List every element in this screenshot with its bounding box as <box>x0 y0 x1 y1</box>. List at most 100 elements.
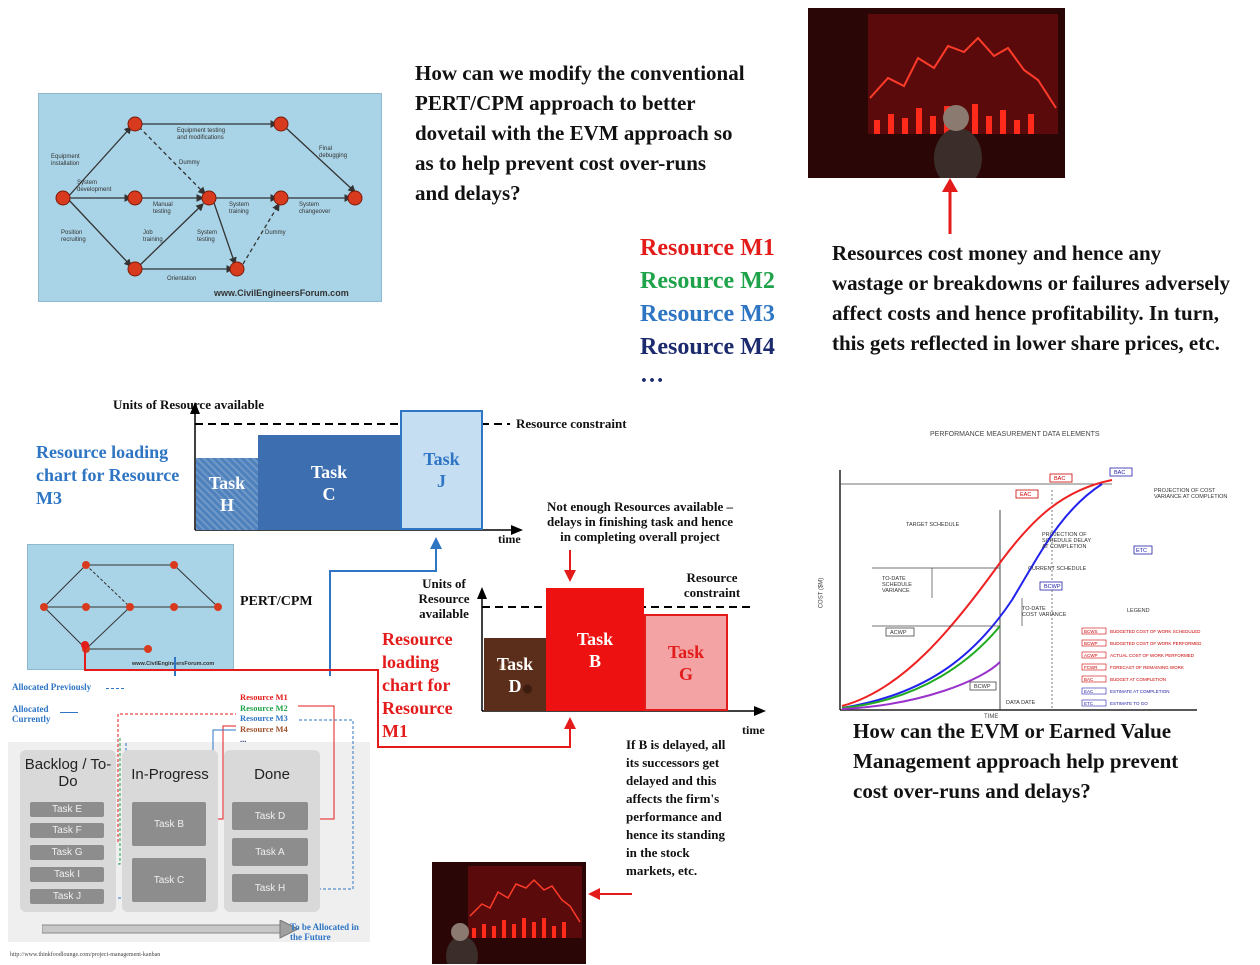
m3-chart-title: Resource loading chart for Resource M3 <box>36 442 180 508</box>
kanban-col-backlog: Backlog / To-Do Task E Task F Task G Tas… <box>20 750 116 912</box>
kanban-task[interactable]: Task D <box>232 802 308 830</box>
svg-text:ACTUAL COST OF WORK PERFORMED: ACTUAL COST OF WORK PERFORMED <box>1110 653 1195 658</box>
svg-text:Position: Position <box>61 230 82 236</box>
svg-text:TO-DATE: TO-DATE <box>1022 606 1046 612</box>
svg-text:BUDGET AT COMPLETION: BUDGET AT COMPLETION <box>1110 677 1166 682</box>
m1-task-b: Task B <box>546 588 644 711</box>
svg-text:Orientation: Orientation <box>167 276 196 282</box>
svg-text:SCHEDULE DELAY: SCHEDULE DELAY <box>1042 538 1091 544</box>
svg-text:BUDGETED COST OF WORK PERFORME: BUDGETED COST OF WORK PERFORMED <box>1110 641 1202 646</box>
kanban-task[interactable]: Task B <box>132 802 206 846</box>
m1-note-arrow <box>564 550 576 582</box>
pert-network-small: www.CivilEngineersForum.com <box>27 544 234 670</box>
resource-cost-text: Resources cost money and hence any wasta… <box>832 241 1231 355</box>
legend-previous: Allocated Previously <box>12 682 92 692</box>
svg-text:changeover: changeover <box>299 209 330 215</box>
kanban-board: Allocated Previously Allocated Currently… <box>8 676 370 961</box>
kanban-col-in-progress: In-Progress Task B Task C <box>122 750 218 912</box>
svg-text:Equipment testing: Equipment testing <box>177 128 225 134</box>
svg-text:DATA DATE: DATA DATE <box>1006 700 1036 706</box>
svg-text:Dummy: Dummy <box>265 230 286 236</box>
svg-text:ACWP: ACWP <box>890 630 907 636</box>
kanban-task[interactable]: Task C <box>132 858 206 902</box>
delay-note: If B is delayed, all its successors get … <box>626 737 726 878</box>
svg-text:SCHEDULE: SCHEDULE <box>882 582 912 588</box>
svg-text:BCWP: BCWP <box>1084 641 1098 646</box>
kanban-task[interactable]: Task G <box>30 845 104 860</box>
m1-note-top: Not enough Resources available – delays … <box>546 499 734 544</box>
svg-text:debugging: debugging <box>319 153 347 159</box>
kanban-task[interactable]: Task H <box>232 874 308 902</box>
m1-task-g: Task G <box>644 614 728 711</box>
pert-node-8 <box>229 261 245 277</box>
svg-text:Equipment: Equipment <box>51 154 80 160</box>
kanban-resource-labels: Resource M1 Resource M2 Resource M3 Reso… <box>240 692 288 744</box>
svg-text:EAC: EAC <box>1020 492 1031 498</box>
kanban-task[interactable]: Task E <box>30 802 104 817</box>
pert-node-4 <box>127 261 143 277</box>
kanban-source-url: http://www.thinkfoodlounge.com/project-m… <box>10 952 161 958</box>
m3-x-axis-label: time <box>498 532 521 546</box>
svg-text:installation: installation <box>51 161 79 167</box>
svg-text:VARIANCE AT COMPLETION: VARIANCE AT COMPLETION <box>1154 494 1227 500</box>
svg-text:BAC: BAC <box>1054 476 1065 482</box>
up-arrow <box>942 178 958 234</box>
kanban-task[interactable]: Task A <box>232 838 308 866</box>
resource-m2-label: Resource M2 <box>640 268 775 294</box>
m1-constraint-label: Resource constraint <box>683 570 741 600</box>
pert-node-1 <box>55 190 71 206</box>
question-pert: How can we modify the conventional PERT/… <box>415 61 745 205</box>
svg-text:PROJECTION OF: PROJECTION OF <box>1042 532 1087 538</box>
svg-text:recruiting: recruiting <box>61 237 86 243</box>
svg-text:EAC: EAC <box>1084 689 1094 694</box>
resource-m4-label: Resource M4 <box>640 334 775 360</box>
m1-y-axis-label: Units of Resource available <box>418 576 470 621</box>
future-label: To be Allocated in the Future <box>290 922 359 942</box>
svg-text:System: System <box>299 202 319 208</box>
svg-text:www.CivilEngineersForum.com: www.CivilEngineersForum.com <box>131 661 214 667</box>
stock-market-image-small <box>432 862 586 964</box>
svg-text:ESTIMATE AT COMPLETION: ESTIMATE AT COMPLETION <box>1110 689 1170 694</box>
svg-text:AT COMPLETION: AT COMPLETION <box>1042 544 1086 550</box>
svg-text:Job: Job <box>143 230 153 236</box>
left-arrow <box>588 888 632 900</box>
svg-text:testing: testing <box>197 237 215 243</box>
pert-node-2 <box>127 116 143 132</box>
m3-task-c: Task C <box>258 435 400 530</box>
kanban-task[interactable]: Task J <box>30 889 104 904</box>
m3-constraint-label: Resource constraint <box>516 416 627 431</box>
svg-text:Dummy: Dummy <box>179 160 200 166</box>
pert-node-5 <box>201 190 217 206</box>
kanban-col-done: Done Task D Task A Task H <box>224 750 320 912</box>
svg-text:PROJECTION OF COST: PROJECTION OF COST <box>1154 488 1216 494</box>
m3-task-h: Task H <box>196 458 258 530</box>
svg-text:BAC: BAC <box>1084 677 1094 682</box>
svg-text:FORECAST OF REMAINING WORK: FORECAST OF REMAINING WORK <box>1110 665 1184 670</box>
kanban-task[interactable]: Task F <box>30 823 104 838</box>
pert-node-6 <box>273 116 289 132</box>
svg-text:System: System <box>229 202 249 208</box>
evm-chart: PERFORMANCE MEASUREMENT DATA ELEMENTS CO… <box>812 430 1258 720</box>
resource-ellipsis: … <box>640 362 664 388</box>
svg-text:FCWR: FCWR <box>1084 665 1098 670</box>
kanban-task[interactable]: Task I <box>30 867 104 882</box>
svg-text:System: System <box>77 180 97 186</box>
resource-m3-label: Resource M3 <box>640 301 775 327</box>
svg-text:TO-DATE: TO-DATE <box>882 576 906 582</box>
pert-node-9 <box>347 190 363 206</box>
svg-text:testing: testing <box>153 209 171 215</box>
svg-text:training: training <box>229 209 249 215</box>
pert-watermark: www.CivilEngineersForum.com <box>213 288 349 298</box>
resource-m1-label: Resource M1 <box>640 235 775 261</box>
m1-task-d: Task D <box>484 638 546 711</box>
svg-text:development: development <box>77 187 112 193</box>
svg-text:ACWP: ACWP <box>1084 653 1098 658</box>
svg-text:COST VARIANCE: COST VARIANCE <box>1022 612 1067 618</box>
evm-y-label: COST ($M) <box>818 577 825 609</box>
svg-text:System: System <box>197 230 217 236</box>
svg-text:BCWP: BCWP <box>1044 584 1061 590</box>
stock-market-image <box>808 8 1065 178</box>
svg-text:TARGET SCHEDULE: TARGET SCHEDULE <box>906 522 960 528</box>
future-arrow <box>42 920 300 939</box>
